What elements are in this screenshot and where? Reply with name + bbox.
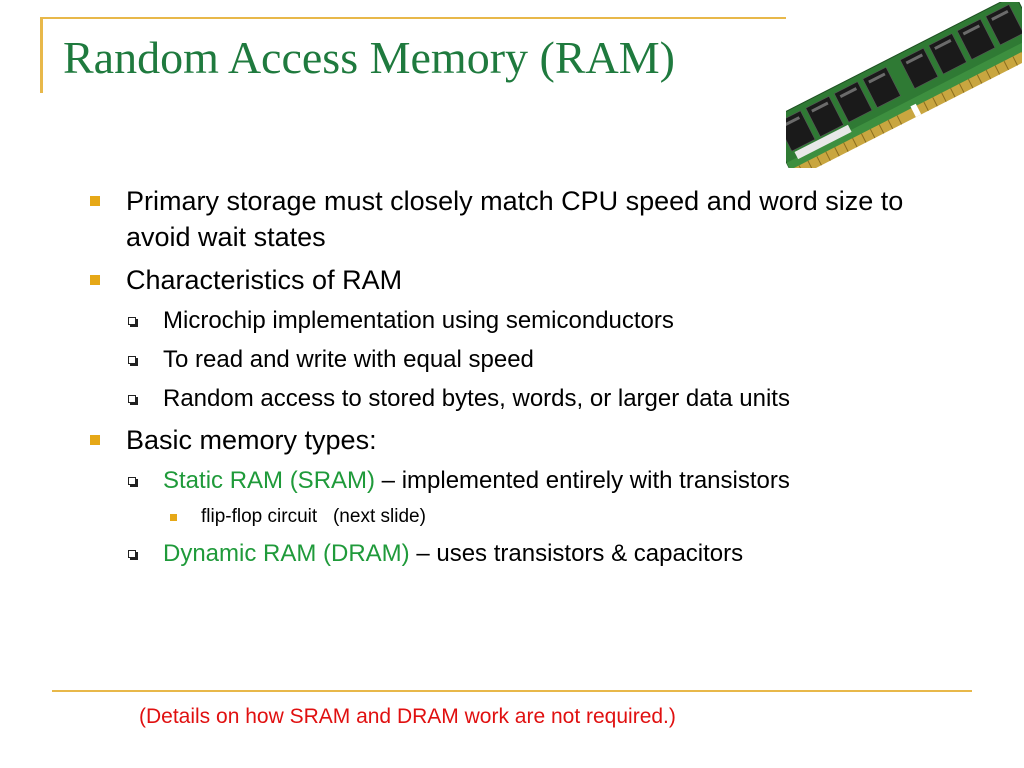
bullet-item: Primary storage must closely match CPU s… [88,183,938,255]
title-frame-left-line [40,17,43,93]
sub-bullet-item: Microchip implementation using semicondu… [88,305,938,336]
hollow-square-bullet-icon [128,356,136,364]
sub-sub-bullet-item: flip-flop circuit (next slide) [88,504,938,530]
sram-description: – implemented entirely with transistors [375,467,790,494]
footer-divider [52,690,972,692]
sub-bullet-item: Random access to stored bytes, words, or… [88,383,938,414]
title-frame-top-line [40,17,800,19]
bullet-text: Primary storage must closely match CPU s… [126,186,904,252]
square-bullet-icon [90,435,100,445]
sub-sub-bullet-text: flip-flop circuit (next slide) [201,506,426,527]
bullet-text: Basic memory types: [126,425,377,455]
footer-note: (Details on how SRAM and DRAM work are n… [139,705,676,728]
bullet-text: Characteristics of RAM [126,265,403,295]
hollow-square-bullet-icon [128,317,136,325]
square-bullet-icon [90,275,100,285]
slide-title: Random Access Memory (RAM) [63,32,675,83]
sub-bullet-text: Microchip implementation using semicondu… [163,307,674,334]
small-square-bullet-icon [170,514,177,521]
square-bullet-icon [90,196,100,206]
hollow-square-bullet-icon [128,395,136,403]
sub-bullet-item: Dynamic RAM (DRAM) – uses transistors & … [88,538,938,569]
sub-bullet-text: To read and write with equal speed [163,346,534,373]
bullet-item: Basic memory types: [88,422,938,458]
sub-bullet-item: To read and write with equal speed [88,344,938,375]
bullet-list: Primary storage must closely match CPU s… [88,183,938,577]
sub-bullet-item: Static RAM (SRAM) – implemented entirely… [88,465,938,496]
hollow-square-bullet-icon [128,550,136,558]
ram-memory-module-image [786,2,1022,168]
bullet-item: Characteristics of RAM [88,262,938,298]
dram-term: Dynamic RAM (DRAM) [163,540,410,567]
sub-bullet-text: Random access to stored bytes, words, or… [163,385,790,412]
dram-description: – uses transistors & capacitors [409,540,744,567]
sram-term: Static RAM (SRAM) [163,467,376,494]
hollow-square-bullet-icon [128,477,136,485]
